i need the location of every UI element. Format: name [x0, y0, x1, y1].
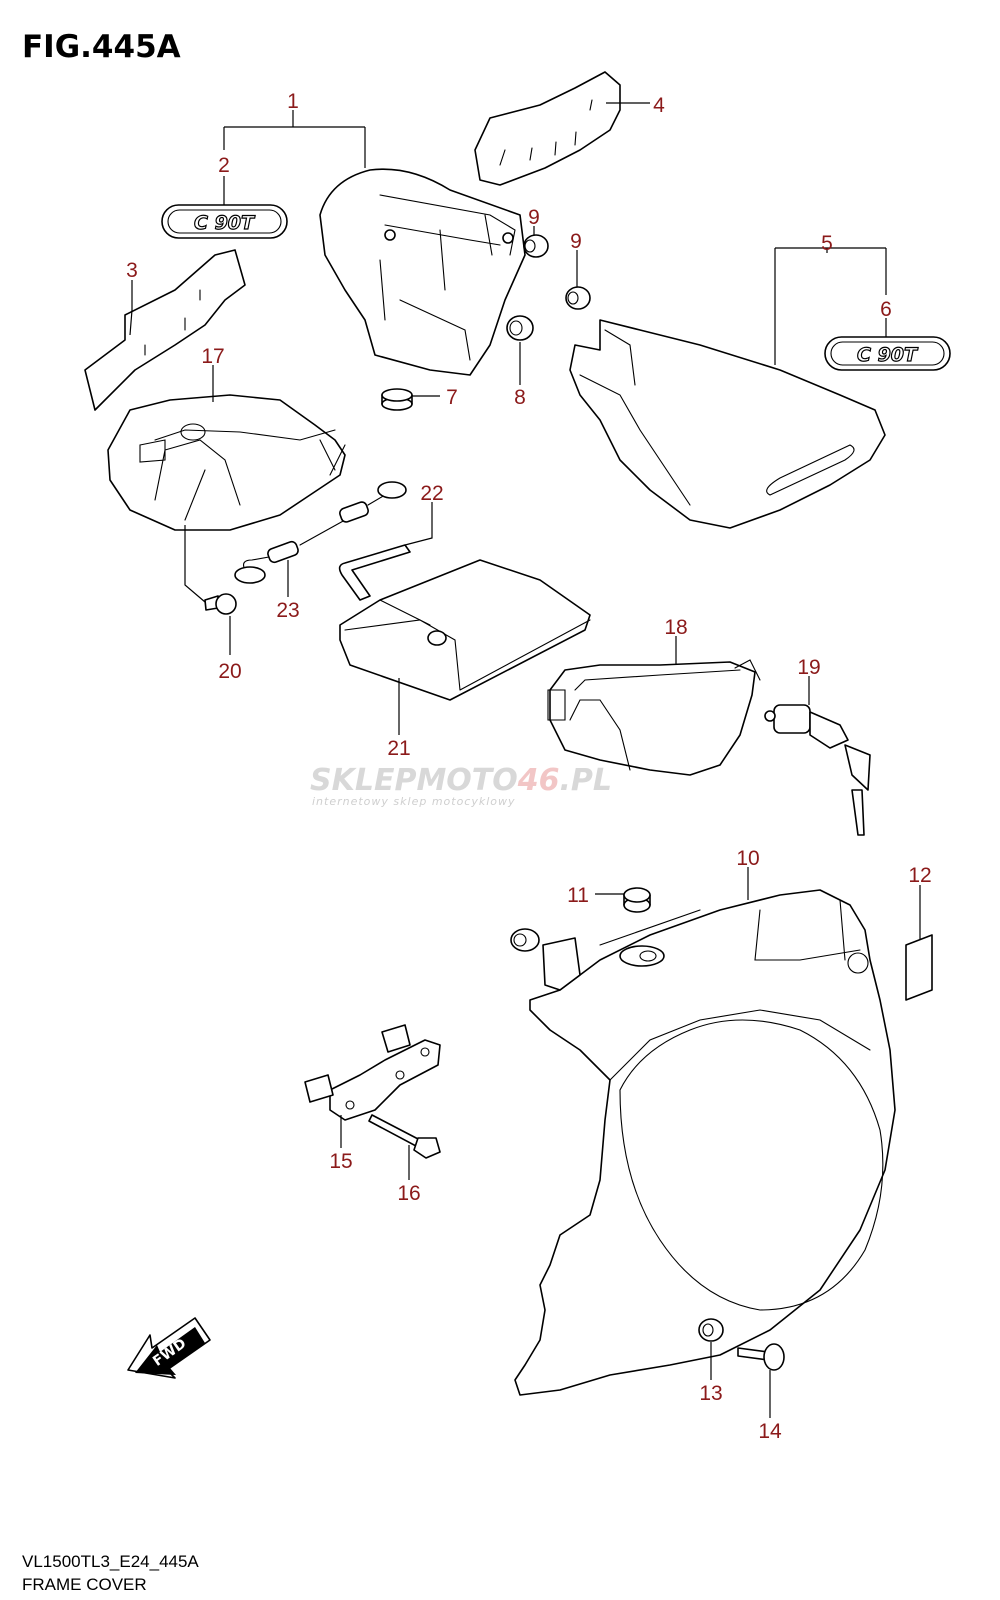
callout-23: 23	[276, 599, 299, 622]
watermark-tagline: internetowy sklep motocyklowy	[312, 795, 516, 808]
part-6-badge: C 90T	[824, 336, 951, 371]
grommet-9a	[523, 234, 549, 258]
callout-1: 1	[287, 90, 299, 113]
leader-lines	[129, 102, 921, 1418]
callouts: 1 2 3 4 5 6 7 8 9 9 10 11 12 13 14 15 16…	[126, 90, 932, 1443]
callout-6: 6	[880, 298, 892, 321]
part-5-frame-cover-right	[569, 319, 886, 529]
part-23-helmet-wire	[234, 481, 407, 584]
callout-14: 14	[758, 1420, 782, 1443]
callout-19: 19	[797, 656, 820, 679]
callout-13: 13	[699, 1382, 722, 1405]
part-17-tool-box	[107, 394, 346, 531]
callout-11: 11	[567, 884, 589, 907]
part-18-toolbox-lid	[547, 659, 761, 776]
part-16-bolt	[368, 1114, 441, 1159]
part-20-screw	[204, 593, 237, 615]
callout-12: 12	[908, 864, 931, 887]
callout-7: 7	[446, 386, 458, 409]
part-2-badge: C 90T	[161, 204, 288, 239]
badge-left-text: C 90T	[194, 212, 256, 234]
grommet-9b	[565, 286, 591, 310]
part-21-tool-bag	[339, 559, 591, 701]
callout-8: 8	[514, 386, 526, 409]
part-19-key-lock	[764, 704, 871, 836]
callout-3: 3	[126, 259, 138, 282]
watermark: SKLEPMOTO46.PL internetowy sklep motocyk…	[310, 763, 612, 808]
callout-16: 16	[397, 1182, 420, 1205]
callout-17: 17	[201, 345, 224, 368]
callout-20: 20	[218, 660, 241, 683]
part-15-bracket	[304, 1024, 441, 1121]
callout-10: 10	[736, 847, 759, 870]
grommet-loose	[510, 928, 540, 952]
part-3-shield	[84, 249, 246, 411]
part-1-frame-cover-left	[319, 168, 526, 376]
callout-18: 18	[664, 616, 687, 639]
callout-4: 4	[653, 94, 665, 117]
watermark-brand: SKLEPMOTO46.PL	[310, 763, 612, 798]
grommet-7	[381, 388, 413, 411]
model-code: VL1500TL3_E24_445A	[22, 1552, 199, 1571]
grommet-8	[506, 315, 534, 341]
badge-right-text: C 90T	[857, 344, 919, 366]
part-13-grommet	[698, 1318, 724, 1342]
grommet-11	[623, 887, 651, 913]
callout-22: 22	[420, 482, 443, 505]
part-4-shield	[474, 71, 621, 186]
part-12-label	[905, 934, 933, 1001]
fwd-arrow: FWD	[127, 1317, 211, 1379]
part-10-engine-cover	[514, 889, 896, 1396]
callout-15: 15	[329, 1150, 352, 1173]
callout-21: 21	[387, 737, 410, 760]
part-22-hex-key	[338, 544, 411, 601]
callout-9a: 9	[528, 206, 540, 229]
figure-title: FIG.445A	[22, 29, 181, 65]
callout-5: 5	[821, 232, 833, 255]
callout-9b: 9	[570, 230, 582, 253]
section-name: FRAME COVER	[22, 1575, 147, 1594]
callout-2: 2	[218, 154, 230, 177]
part-14-bolt	[737, 1343, 785, 1371]
